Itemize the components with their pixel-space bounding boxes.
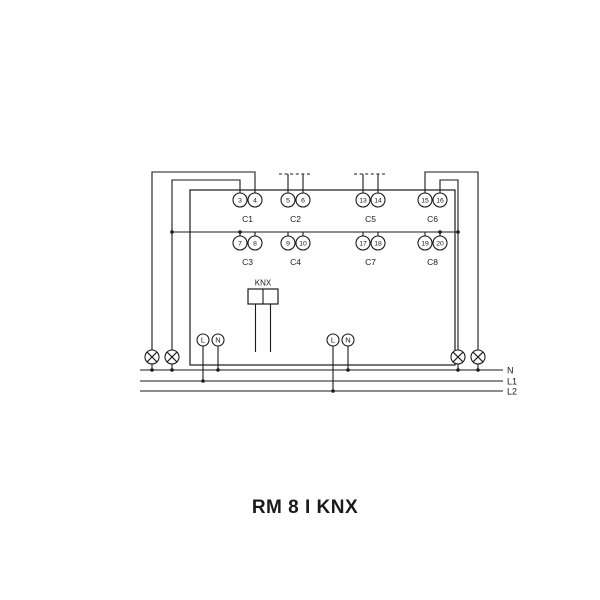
lamp-icon-right-outer — [470, 349, 486, 365]
junction-dot — [216, 368, 220, 372]
terminal-number-13: 13 — [359, 197, 367, 204]
junction-dot — [346, 368, 350, 372]
junction-dot — [201, 379, 205, 383]
terminal-circle-9 — [280, 235, 296, 251]
diagram-title: RM 8 I KNX — [252, 497, 358, 518]
terminal-number-10: 10 — [299, 240, 307, 247]
lamp-icon-right-inner — [450, 349, 466, 365]
terminal-circle-16 — [432, 192, 448, 208]
terminal-number-20: 20 — [436, 240, 444, 247]
power-terminal-l-left — [196, 333, 210, 347]
wire-right-outer-to-terminal-15 — [424, 171, 479, 350]
terminal-circle-15 — [417, 192, 433, 208]
junction-dot — [170, 230, 174, 234]
power-terminal-l-left-label: L — [201, 336, 205, 345]
junction-dot — [331, 389, 335, 393]
junction-dot — [170, 368, 174, 372]
channel-label-c4: C4 — [290, 257, 301, 267]
wire-left-inner-to-terminal-3 — [171, 179, 241, 350]
terminal-number-9: 9 — [286, 240, 290, 247]
terminal-circle-10 — [295, 235, 311, 251]
terminal-number-17: 17 — [359, 240, 367, 247]
junction-dot — [438, 230, 442, 234]
lamp-icon-left-inner — [164, 349, 180, 365]
terminal-circle-5 — [280, 192, 296, 208]
terminal-number-4: 4 — [253, 197, 257, 204]
terminal-circle-6 — [295, 192, 311, 208]
device-outline — [189, 189, 456, 366]
terminal-number-8: 8 — [253, 240, 257, 247]
channel-label-c1: C1 — [242, 214, 253, 224]
junction-dot — [238, 230, 242, 234]
channel-label-c2: C2 — [290, 214, 301, 224]
terminal-number-5: 5 — [286, 197, 290, 204]
power-terminal-n-right — [341, 333, 355, 347]
terminal-number-19: 19 — [421, 240, 429, 247]
wire-right-inner-to-terminal-16 — [439, 179, 459, 350]
terminal-number-15: 15 — [421, 197, 429, 204]
terminal-number-18: 18 — [374, 240, 382, 247]
channel-label-c8: C8 — [427, 257, 438, 267]
junction-dot — [456, 368, 460, 372]
terminal-circle-19 — [417, 235, 433, 251]
power-terminal-l-right — [326, 333, 340, 347]
terminal-circle-7 — [232, 235, 248, 251]
terminal-circle-8 — [247, 235, 263, 251]
terminal-circle-20 — [432, 235, 448, 251]
terminal-circle-13 — [355, 192, 371, 208]
junction-dot — [476, 368, 480, 372]
channel-label-c5: C5 — [365, 214, 376, 224]
junction-dot — [150, 368, 154, 372]
channel-label-c3: C3 — [242, 257, 253, 267]
knx-label: KNX — [255, 279, 272, 288]
terminal-circle-17 — [355, 235, 371, 251]
terminal-circle-18 — [370, 235, 386, 251]
bus-label-l1: L1 — [507, 377, 517, 387]
bus-label-l2: L2 — [507, 387, 517, 397]
power-terminal-n-right-label: N — [345, 336, 350, 345]
terminal-circle-4 — [247, 192, 263, 208]
lamp-icon-left-outer — [144, 349, 160, 365]
channel-label-c6: C6 — [427, 214, 438, 224]
terminal-number-7: 7 — [238, 240, 242, 247]
power-terminal-l-right-label: L — [331, 336, 335, 345]
junction-dot — [456, 230, 460, 234]
terminal-number-6: 6 — [301, 197, 305, 204]
terminal-number-3: 3 — [238, 197, 242, 204]
bus-label-n: N — [507, 366, 514, 376]
wire-left-outer-to-terminal-4 — [151, 171, 256, 350]
channel-label-c7: C7 — [365, 257, 376, 267]
power-terminal-n-left-label: N — [215, 336, 220, 345]
terminal-number-16: 16 — [436, 197, 444, 204]
terminal-number-14: 14 — [374, 197, 382, 204]
power-terminal-n-left — [211, 333, 225, 347]
terminal-circle-14 — [370, 192, 386, 208]
terminal-circle-3 — [232, 192, 248, 208]
